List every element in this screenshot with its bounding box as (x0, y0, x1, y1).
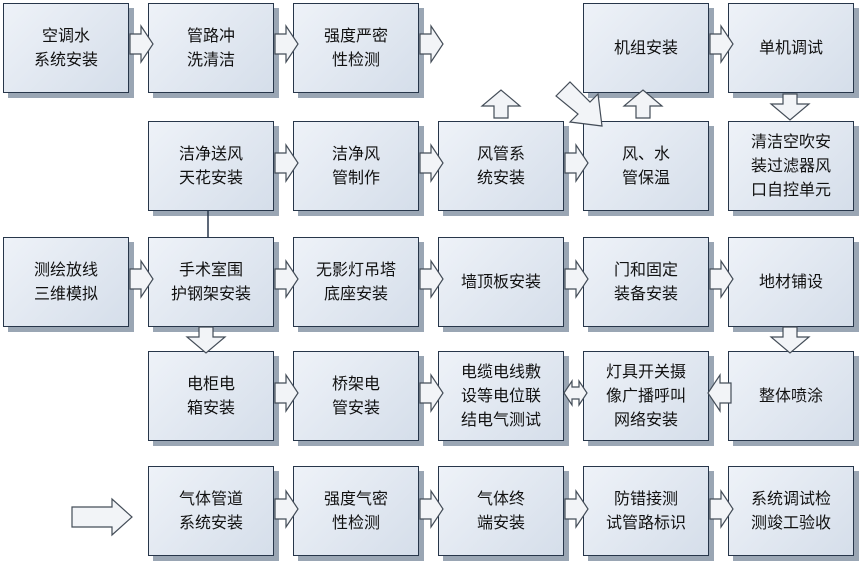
step-label: 风、水 管保温 (621, 144, 670, 187)
step-label: 手术室围 护钢架安装 (170, 260, 251, 303)
step-cabinet-install: 电柜电 箱安装 (148, 351, 274, 441)
step-label: 系统调试检 测竣工验收 (750, 489, 831, 532)
step-lamp-base: 无影灯吊塔 底座安装 (293, 237, 419, 327)
arrow-up-icon (480, 89, 522, 119)
arrow-right-icon (129, 24, 154, 64)
step-label: 洁净送风 天花安装 (178, 144, 243, 187)
step-steel-frame: 手术室围 护钢架安装 (148, 237, 274, 327)
step-label: 单机调试 (758, 38, 823, 57)
arrow-double-icon (563, 379, 588, 407)
arrow-right-icon (419, 259, 444, 299)
step-cable-laying: 电缆电线敷 设等电位联 结电气测试 (438, 351, 564, 441)
step-label: 电柜电 箱安装 (186, 374, 235, 417)
step-gas-pipe: 气体管道 系统安装 (148, 466, 274, 556)
arrow-right-icon (564, 489, 589, 529)
step-label: 空调水 系统安装 (33, 26, 98, 69)
step-gas-terminal: 气体终 端安装 (438, 466, 564, 556)
step-door-equipment: 门和固定 装备安装 (583, 237, 709, 327)
step-duct-install: 风管系 统安装 (438, 121, 564, 211)
arrow-right-icon (419, 143, 444, 183)
step-label: 电缆电线敷 设等电位联 结电气测试 (460, 362, 541, 429)
arrow-right-icon (274, 489, 299, 529)
arrow-right-icon (71, 497, 133, 537)
arrow-right-icon (564, 259, 589, 299)
arrow-right-icon (419, 24, 444, 64)
step-label: 气体管道 系统安装 (178, 489, 243, 532)
arrow-right-icon (564, 143, 589, 183)
step-label: 强度气密 性检测 (323, 489, 388, 532)
step-label: 地材铺设 (758, 272, 823, 291)
step-label: 管路冲 洗清洁 (186, 26, 235, 69)
arrow-down-icon (769, 93, 811, 121)
step-label: 整体喷涂 (758, 386, 823, 405)
arrow-right-icon (709, 24, 734, 64)
arrow-right-icon (419, 373, 444, 413)
step-clean-air-ceiling: 洁净送风 天花安装 (148, 121, 274, 211)
arrow-up-icon (622, 89, 664, 119)
step-label: 桥架电 管安装 (331, 374, 380, 417)
step-label: 洁净风 管制作 (331, 144, 380, 187)
step-unit-debug: 单机调试 (728, 3, 854, 93)
step-label: 墙顶板安装 (460, 272, 541, 291)
step-insulation: 风、水 管保温 (583, 121, 709, 211)
arrow-down-icon (185, 326, 227, 354)
arrow-right-icon (274, 24, 299, 64)
step-pipe-flush: 管路冲 洗清洁 (148, 3, 274, 93)
arrow-down-icon (769, 326, 811, 354)
step-acceptance: 系统调试检 测竣工验收 (728, 466, 854, 556)
arrow-right-icon (274, 373, 299, 413)
step-wall-ceiling: 墙顶板安装 (438, 237, 564, 327)
step-label: 灯具开关摄 像广播呼叫 网络安装 (605, 362, 686, 429)
step-filter-install: 清洁空吹安 装过滤器风 口自控单元 (728, 121, 854, 211)
arrow-right-icon (274, 143, 299, 183)
arrow-right-icon (709, 259, 734, 299)
arrow-right-icon (129, 259, 154, 299)
step-label: 气体终 端安装 (476, 489, 525, 532)
step-label: 机组安装 (613, 38, 678, 57)
arrow-right-icon (709, 489, 734, 529)
step-survey-layout: 测绘放线 三维模拟 (3, 237, 129, 327)
step-ac-water-install: 空调水 系统安装 (3, 3, 129, 93)
arrow-right-icon (419, 489, 444, 529)
step-tray-conduit: 桥架电 管安装 (293, 351, 419, 441)
step-label: 无影灯吊塔 底座安装 (315, 260, 396, 303)
step-unit-install: 机组安装 (583, 3, 709, 93)
arrow-right-icon (274, 259, 299, 299)
step-strength-test: 强度严密 性检测 (293, 3, 419, 93)
arrow-left-icon (707, 373, 732, 413)
step-label: 测绘放线 三维模拟 (33, 260, 98, 303)
step-label: 风管系 统安装 (476, 144, 525, 187)
step-lighting-network: 灯具开关摄 像广播呼叫 网络安装 (583, 351, 709, 441)
step-airtight-test: 强度气密 性检测 (293, 466, 419, 556)
step-label: 清洁空吹安 装过滤器风 口自控单元 (750, 132, 831, 199)
step-flooring: 地材铺设 (728, 237, 854, 327)
step-spray-coating: 整体喷涂 (728, 351, 854, 441)
arrow-diagonal-icon (555, 81, 603, 127)
step-label: 强度严密 性检测 (323, 26, 388, 69)
step-pipe-labeling: 防错接测 试管路标识 (583, 466, 709, 556)
step-label: 防错接测 试管路标识 (605, 489, 686, 532)
step-label: 门和固定 装备安装 (613, 260, 678, 303)
